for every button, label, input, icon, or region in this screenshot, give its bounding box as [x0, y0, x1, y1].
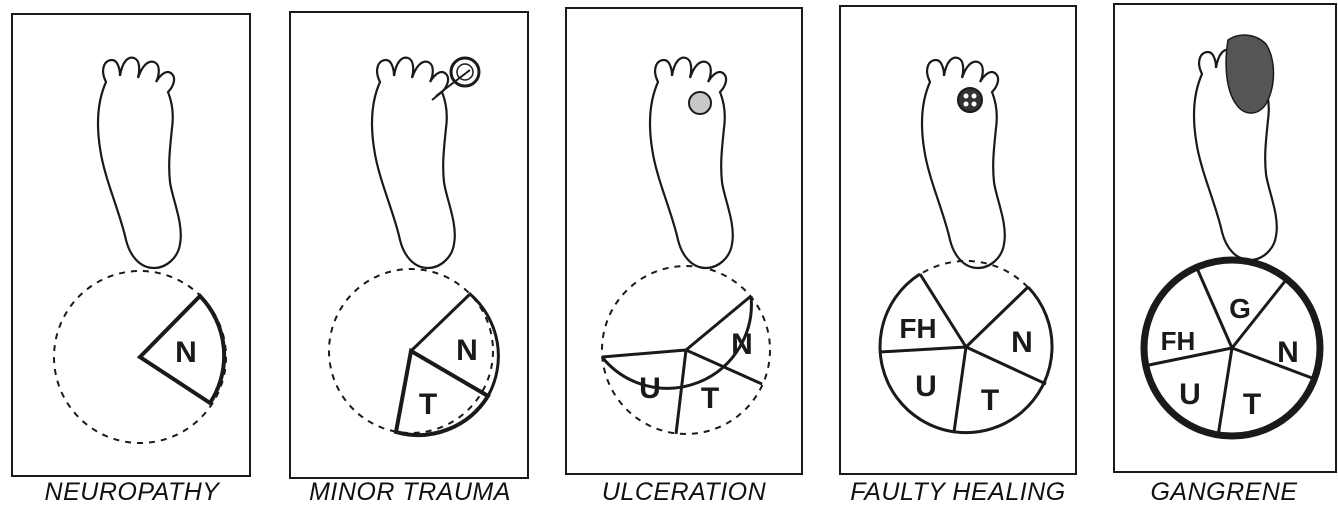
panel-gangrene: G N T U FH — [1114, 4, 1336, 472]
segment-label-g: G — [1229, 293, 1251, 324]
panel-faulty-healing: N T U FH — [840, 6, 1076, 474]
caption-gangrene: GANGRENE — [1094, 478, 1338, 507]
foot-outline — [98, 58, 181, 268]
segment-label-n: N — [1011, 326, 1033, 359]
caption-minor-trauma: MINOR TRAUMA — [280, 478, 540, 507]
segment-t — [966, 347, 1046, 384]
ulcer-spot-icon — [689, 92, 711, 114]
panel-frame — [566, 8, 802, 474]
panel-minor-trauma: N T — [290, 12, 528, 478]
segment-label-n: N — [1277, 336, 1299, 369]
segment-label-t: T — [1243, 388, 1261, 421]
segment-label-n: N — [175, 336, 197, 369]
segment-u — [954, 347, 966, 432]
panel-frame — [12, 14, 250, 476]
segment-label-fh: FH — [899, 313, 936, 344]
caption-neuropathy: NEUROPATHY — [2, 478, 262, 507]
segment-label-n: N — [731, 328, 753, 361]
pie-ulceration: N T U — [602, 266, 770, 434]
faulty-healing-spot-icon — [958, 88, 982, 112]
segment-label-t: T — [981, 384, 999, 417]
segment-n — [1232, 348, 1312, 378]
segment-label-t: T — [419, 388, 437, 421]
caption-faulty-healing: FAULTY HEALING — [828, 478, 1088, 507]
caption-ulceration: ULCERATION — [554, 478, 814, 507]
gangrene-shading — [1226, 35, 1273, 113]
pie-faulty-healing: N T U FH — [880, 261, 1052, 433]
puncture-icon — [432, 58, 479, 100]
segment-label-u: U — [1179, 378, 1201, 411]
segment-label-u: U — [915, 370, 937, 403]
pie-gangrene: G N T U FH — [1144, 260, 1320, 436]
segment-label-fh: FH — [1161, 326, 1196, 356]
foot-outline — [650, 58, 733, 268]
pie-neuropathy: N — [54, 271, 226, 443]
segment-n — [411, 294, 498, 396]
foot-outline — [372, 58, 455, 268]
panel-frame — [290, 12, 528, 478]
segment-label-n: N — [456, 334, 478, 367]
segment-label-t: T — [701, 382, 719, 415]
segment-t — [1218, 348, 1232, 436]
panel-ulceration: N T U — [566, 8, 802, 474]
segment-label-u: U — [639, 372, 661, 405]
pie-minor-trauma: N T — [329, 269, 498, 435]
panel-neuropathy: N — [12, 14, 250, 476]
